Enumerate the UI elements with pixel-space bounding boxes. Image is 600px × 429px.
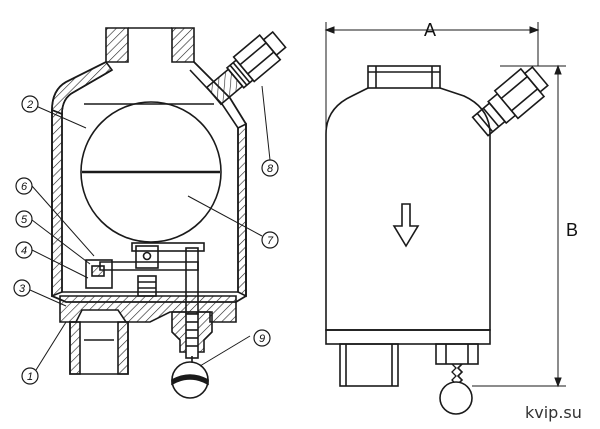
exterior-outlet: [339, 343, 399, 387]
callout-7: 7: [261, 231, 279, 249]
svg-text:3: 3: [19, 283, 26, 295]
valve-block: [85, 259, 113, 289]
shoulder-left-hatch: [51, 60, 114, 116]
callout-2: 2: [21, 95, 39, 113]
right-wall-hatch: [237, 122, 247, 298]
callout-6: 6: [15, 177, 33, 195]
float-bracket: [131, 242, 205, 252]
exterior-vent-fitting: [471, 65, 549, 137]
dimension-lines: [324, 22, 566, 388]
svg-text:1: 1: [27, 371, 33, 383]
callout-1: 1: [21, 367, 39, 385]
watermark: kvip.su: [525, 403, 582, 422]
exterior-drain-knob: [439, 381, 473, 415]
svg-text:5: 5: [21, 214, 28, 226]
exterior-view: [325, 65, 549, 415]
callout-9: 9: [253, 329, 271, 347]
callout-3: 3: [13, 279, 31, 297]
callouts: 2 6 5 4 3 1 7 8 9: [13, 95, 279, 385]
svg-text:6: 6: [21, 181, 28, 193]
svg-text:4: 4: [21, 245, 27, 257]
flow-arrow: [392, 203, 420, 248]
svg-text:8: 8: [267, 163, 274, 175]
dimension-b-label: B: [566, 220, 578, 240]
top-neck-right-wall: [171, 27, 195, 63]
exterior-drain-nut: [435, 343, 479, 365]
sectional-view: [51, 27, 287, 399]
lever-pivot: [135, 245, 159, 269]
left-wall-hatch: [51, 108, 63, 298]
exterior-body: [325, 87, 491, 331]
callout-5: 5: [15, 210, 33, 228]
svg-text:9: 9: [259, 333, 265, 345]
svg-text:7: 7: [267, 235, 274, 247]
dimension-a-label: A: [424, 20, 436, 40]
leader-lines: [29, 85, 271, 371]
air-vent-fitting: [205, 30, 287, 106]
base-ring: [325, 329, 491, 345]
svg-text:2: 2: [26, 99, 33, 111]
top-neck-left-wall: [105, 27, 129, 63]
callout-4: 4: [15, 241, 33, 259]
float-ball: [80, 101, 222, 243]
seat-screw: [137, 275, 157, 297]
callout-8: 8: [261, 159, 279, 177]
top-cap: [367, 65, 441, 89]
